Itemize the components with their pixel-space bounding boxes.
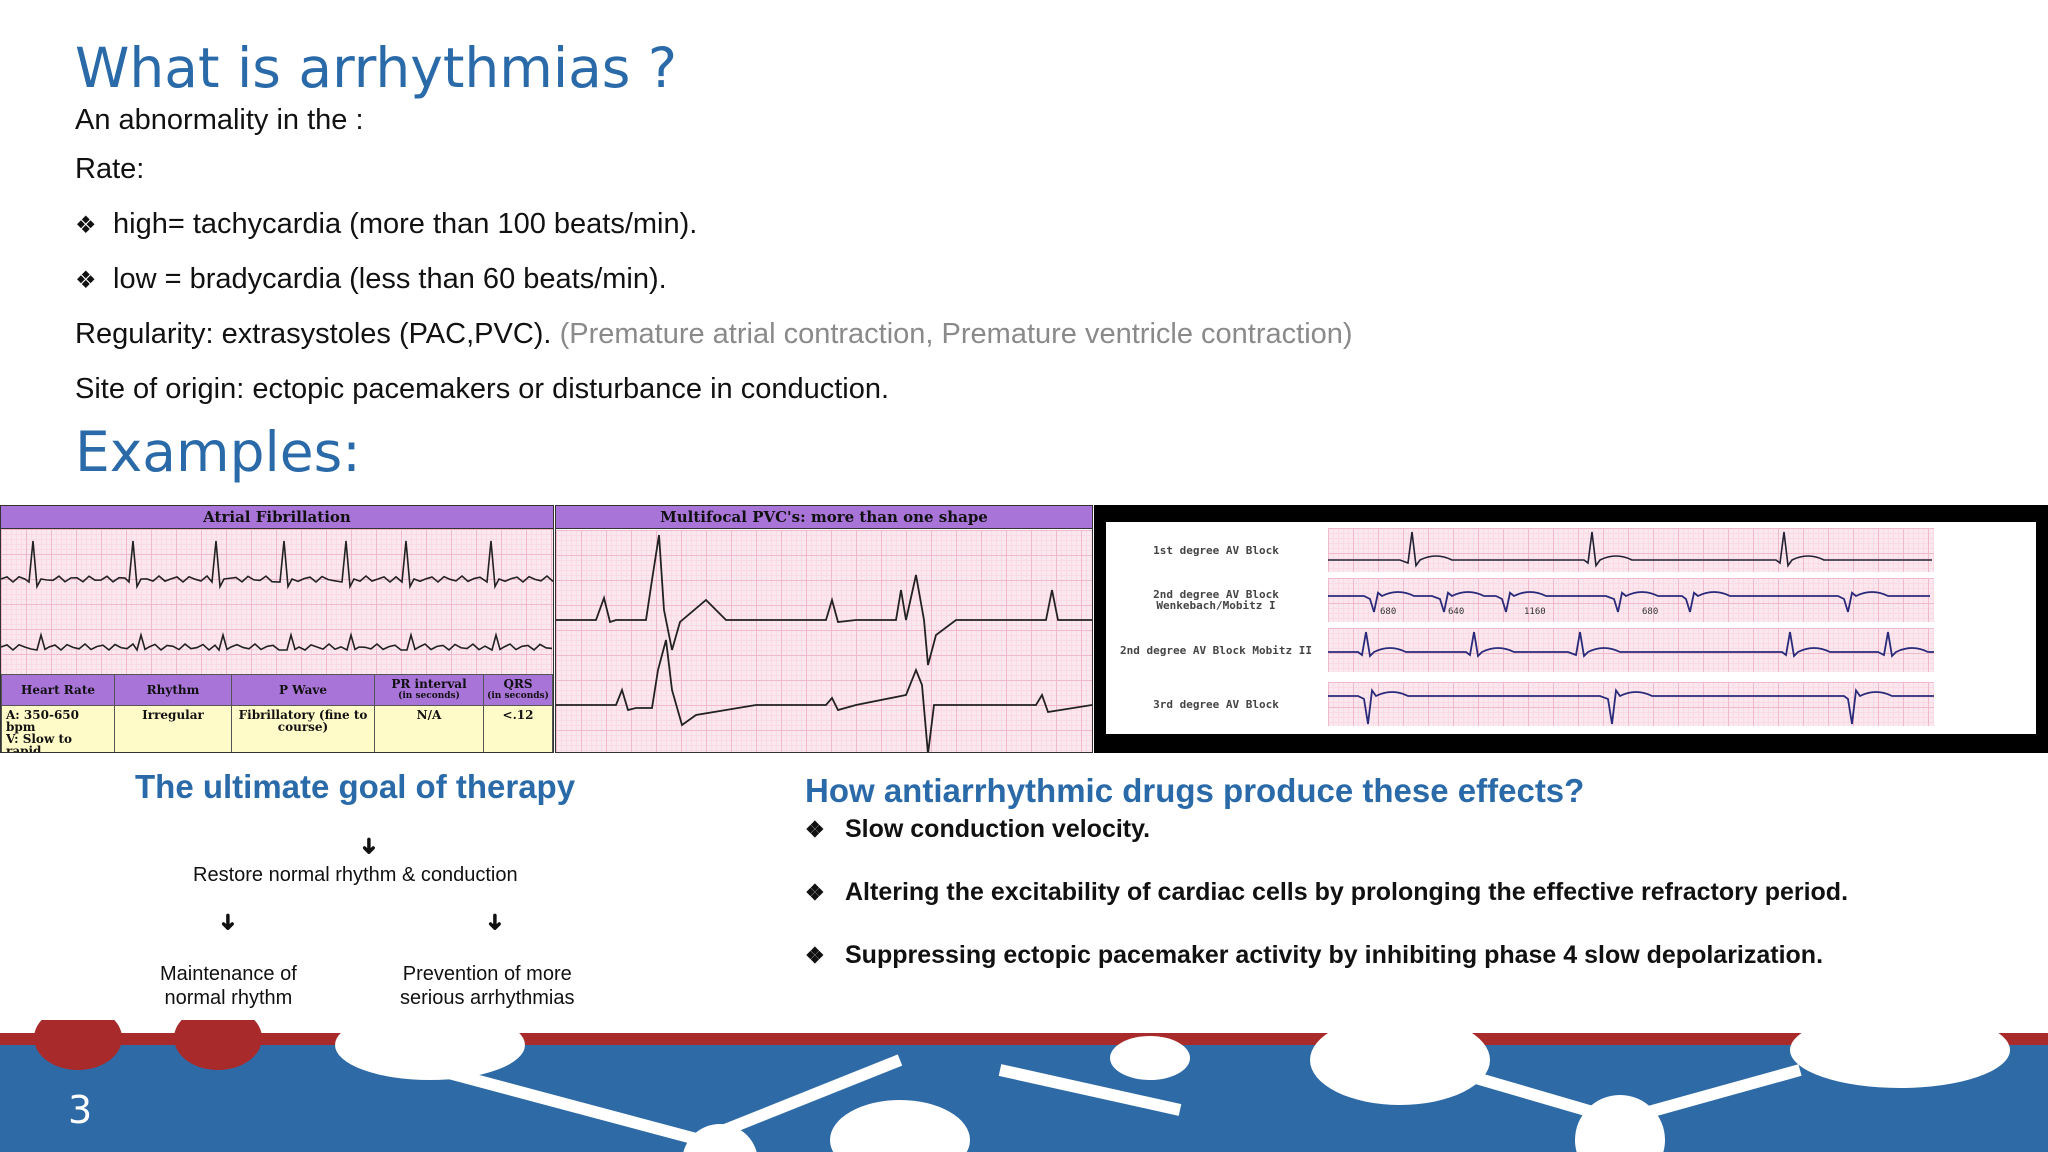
table-header: Heart Rate [1,674,115,706]
af-criteria-table: Heart Rate Rhythm P Wave PR interval(in … [1,674,553,752]
table-header: PR interval(in seconds) [374,674,484,706]
av-row: 2nd degree AV Block Wenkebach/Mobitz I 6… [1106,578,2036,622]
regularity-line: Regularity: extrasystoles (PAC,PVC). (Pr… [75,318,1353,351]
regularity-text: Regularity: extrasystoles (PAC,PVC). [75,318,552,350]
mechanism-text: Altering the excitability of cardiac cel… [845,878,1849,906]
mechanism-item: ❖ Slow conduction velocity. [805,815,1150,844]
pvc-ecg-trace [556,534,1092,752]
av-row-label: 2nd degree AV Block Mobitz II [1119,643,1313,657]
table-header: QRS(in seconds) [483,674,553,706]
af-panel-title: Atrial Fibrillation [1,506,553,529]
examples-heading: Examples: [75,420,361,484]
mechanism-item: ❖ Altering the excitability of cardiac ce… [805,878,1848,907]
av-strip [1328,628,1934,672]
av-row-label: 1st degree AV Block [1153,543,1279,557]
atrial-fibrillation-panel: Atrial Fibrillation Heart Rate Rhythm P … [0,505,554,753]
table-header: P Wave [231,674,375,706]
av-row: 3rd degree AV Block [1106,682,2036,726]
bullet-icon: ❖ [805,943,825,968]
bullet-icon: ❖ [75,212,97,239]
restore-rhythm-text: Restore normal rhythm & conduction [193,864,518,886]
table-header: Rhythm [114,674,232,706]
multifocal-pvc-panel: Multifocal PVC's: more than one shape [555,505,1093,753]
rate-item-low: ❖ low = bradycardia (less than 60 beats/m… [75,263,667,296]
av-strip [1328,682,1934,726]
av-row: 1st degree AV Block [1106,528,2036,572]
table-cell: <.12 [483,705,553,752]
footer-decoration [0,1020,2048,1152]
maintenance-text: Maintenance of normal rhythm [160,963,297,1009]
rate-item-text: low = bradycardia (less than 60 beats/mi… [113,263,667,295]
pvc-panel-title: Multifocal PVC's: more than one shape [556,506,1092,529]
av-block-chart: 1st degree AV Block 2nd degree AV Block … [1106,522,2036,734]
slide-title: What is arrhythmias ? [75,36,678,100]
pvc-ecg-strip [556,530,1092,752]
av-row: 2nd degree AV Block Mobitz II [1106,628,2036,672]
bullet-icon: ❖ [805,817,825,842]
arrow-down-icon: ➜ [357,836,383,856]
rate-label: Rate: [75,153,145,185]
interval-label: 680 [1642,607,1658,617]
regularity-note: (Premature atrial contraction, Premature… [559,318,1353,350]
intro-text: An abnormality in the : [75,104,364,136]
arrow-down-icon: ➜ [483,912,509,932]
af-ecg-strip [1,529,553,674]
table-cell: A: 350-650 bpm V: Slow to rapid [1,705,115,752]
av-row-label: 2nd degree AV Block Wenkebach/Mobitz I [1153,588,1279,612]
bullet-icon: ❖ [75,267,97,294]
therapy-goal-title: The ultimate goal of therapy [135,768,576,805]
mechanism-text: Slow conduction velocity. [845,815,1151,843]
table-cell: N/A [374,705,484,752]
table-cell: Fibrillatory (fine to course) [231,705,375,752]
interval-label: 1160 [1524,607,1546,617]
av-row-label: 3rd degree AV Block [1153,697,1279,711]
rate-item-high: ❖ high= tachycardia (more than 100 beats/… [75,208,697,241]
mechanism-item: ❖ Suppressing ectopic pacemaker activity … [805,941,1823,970]
arrow-down-icon: ➜ [216,912,242,932]
av-block-panel: 1st degree AV Block 2nd degree AV Block … [1094,505,2048,753]
af-ecg-trace [1,540,553,652]
interval-label: 640 [1448,607,1464,617]
prevention-text: Prevention of more serious arrhythmias [400,963,575,1009]
mechanism-title: How antiarrhythmic drugs produce these e… [805,772,1585,809]
av-strip [1328,528,1934,572]
bullet-icon: ❖ [805,880,825,905]
av-strip: 680 640 1160 680 [1328,578,1934,622]
site-of-origin-text: Site of origin: ectopic pacemakers or di… [75,373,890,405]
rate-item-text: high= tachycardia (more than 100 beats/m… [113,208,698,240]
interval-label: 680 [1380,607,1396,617]
slide-number: 3 [68,1088,93,1132]
table-cell: Irregular [114,705,232,752]
mechanism-text: Suppressing ectopic pacemaker activity b… [845,941,1824,969]
